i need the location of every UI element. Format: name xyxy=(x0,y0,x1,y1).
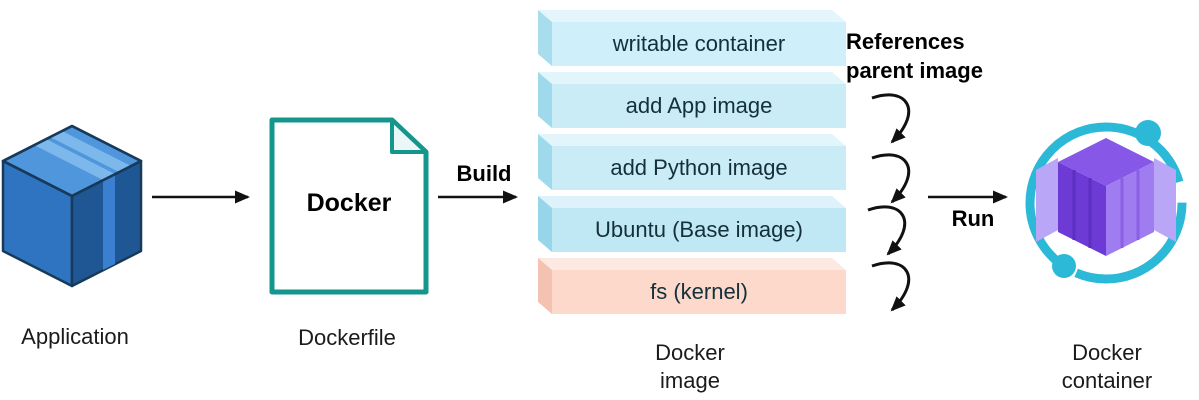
layer-side-face xyxy=(538,196,552,252)
container-dot-icon xyxy=(1135,120,1161,146)
application-box-tape-stripe xyxy=(34,139,115,180)
container-right-slab xyxy=(1154,158,1176,242)
docker-image-label-line2: image xyxy=(660,368,720,393)
container-dot-icon xyxy=(1052,254,1076,278)
curved-arrow-icon xyxy=(871,93,911,144)
docker-container-label-line1: Docker xyxy=(1072,340,1142,365)
docker-container-label-line2: container xyxy=(1061,368,1153,393)
dockerfile-label: Dockerfile xyxy=(298,325,396,350)
application-box-icon xyxy=(1,124,143,288)
dockerfile-folded-corner-icon xyxy=(390,118,428,154)
references-label-line2: parent image xyxy=(846,58,983,83)
layer-top-face xyxy=(538,134,846,146)
layer-top-face xyxy=(538,10,846,22)
curved-arrow-icon xyxy=(867,205,907,256)
docker-image-stack xyxy=(538,10,846,314)
application-label: Application xyxy=(21,324,129,349)
layer-label-add-python-image: add Python image xyxy=(610,155,788,180)
dockerfile-icon xyxy=(269,117,429,295)
docker-container-icon xyxy=(1025,120,1187,284)
references-parent-image-label: References parent image xyxy=(846,27,1036,85)
container-left-slab xyxy=(1036,158,1058,242)
docker-image-label: Docker image xyxy=(590,339,790,395)
image-layer-shape-writable xyxy=(538,10,846,66)
layer-label-add-app-image: add App image xyxy=(625,93,773,118)
image-layer-shape-python xyxy=(538,134,846,190)
references-label-line1: References xyxy=(846,29,965,54)
image-layer-shape-app xyxy=(538,72,846,128)
layer-front-face xyxy=(552,84,846,128)
layer-front-face xyxy=(552,208,846,252)
layer-side-face xyxy=(538,134,552,190)
layer-top-face xyxy=(538,258,846,270)
image-layer-shape-kernel xyxy=(538,258,846,314)
layer-front-face xyxy=(552,146,846,190)
build-arrow-label: Build xyxy=(456,161,512,186)
layer-side-face xyxy=(538,258,552,314)
container-ring-icon xyxy=(1025,122,1187,284)
layer-top-face xyxy=(538,196,846,208)
layer-front-face xyxy=(552,22,846,66)
reference-arrows xyxy=(867,93,911,312)
curved-arrow-icon xyxy=(871,261,911,312)
run-arrow-label: Run xyxy=(951,206,995,231)
docker-container-label: Docker container xyxy=(1018,339,1196,395)
application-box-top-outline xyxy=(1,124,143,198)
layer-side-face xyxy=(538,72,552,128)
curved-arrow-icon xyxy=(871,153,911,204)
application-box-tape-front xyxy=(103,174,115,270)
layer-top-face xyxy=(538,72,846,84)
layer-label-ubuntu-base-image: Ubuntu (Base image) xyxy=(595,217,803,242)
layer-label-writable-container: writable container xyxy=(612,31,786,56)
docker-image-label-line1: Docker xyxy=(655,340,725,365)
image-layer-shape-ubuntu xyxy=(538,196,846,252)
layer-front-face xyxy=(552,270,846,314)
layer-side-face xyxy=(538,10,552,66)
application-box-tape-stripe xyxy=(50,131,131,172)
container-cube-right-face xyxy=(1106,162,1154,256)
dockerfile-outline xyxy=(269,117,429,295)
container-cube-left-face xyxy=(1058,162,1106,256)
dockerfile-doc-text: Docker xyxy=(306,189,392,217)
layer-label-fs-kernel: fs (kernel) xyxy=(650,279,748,304)
